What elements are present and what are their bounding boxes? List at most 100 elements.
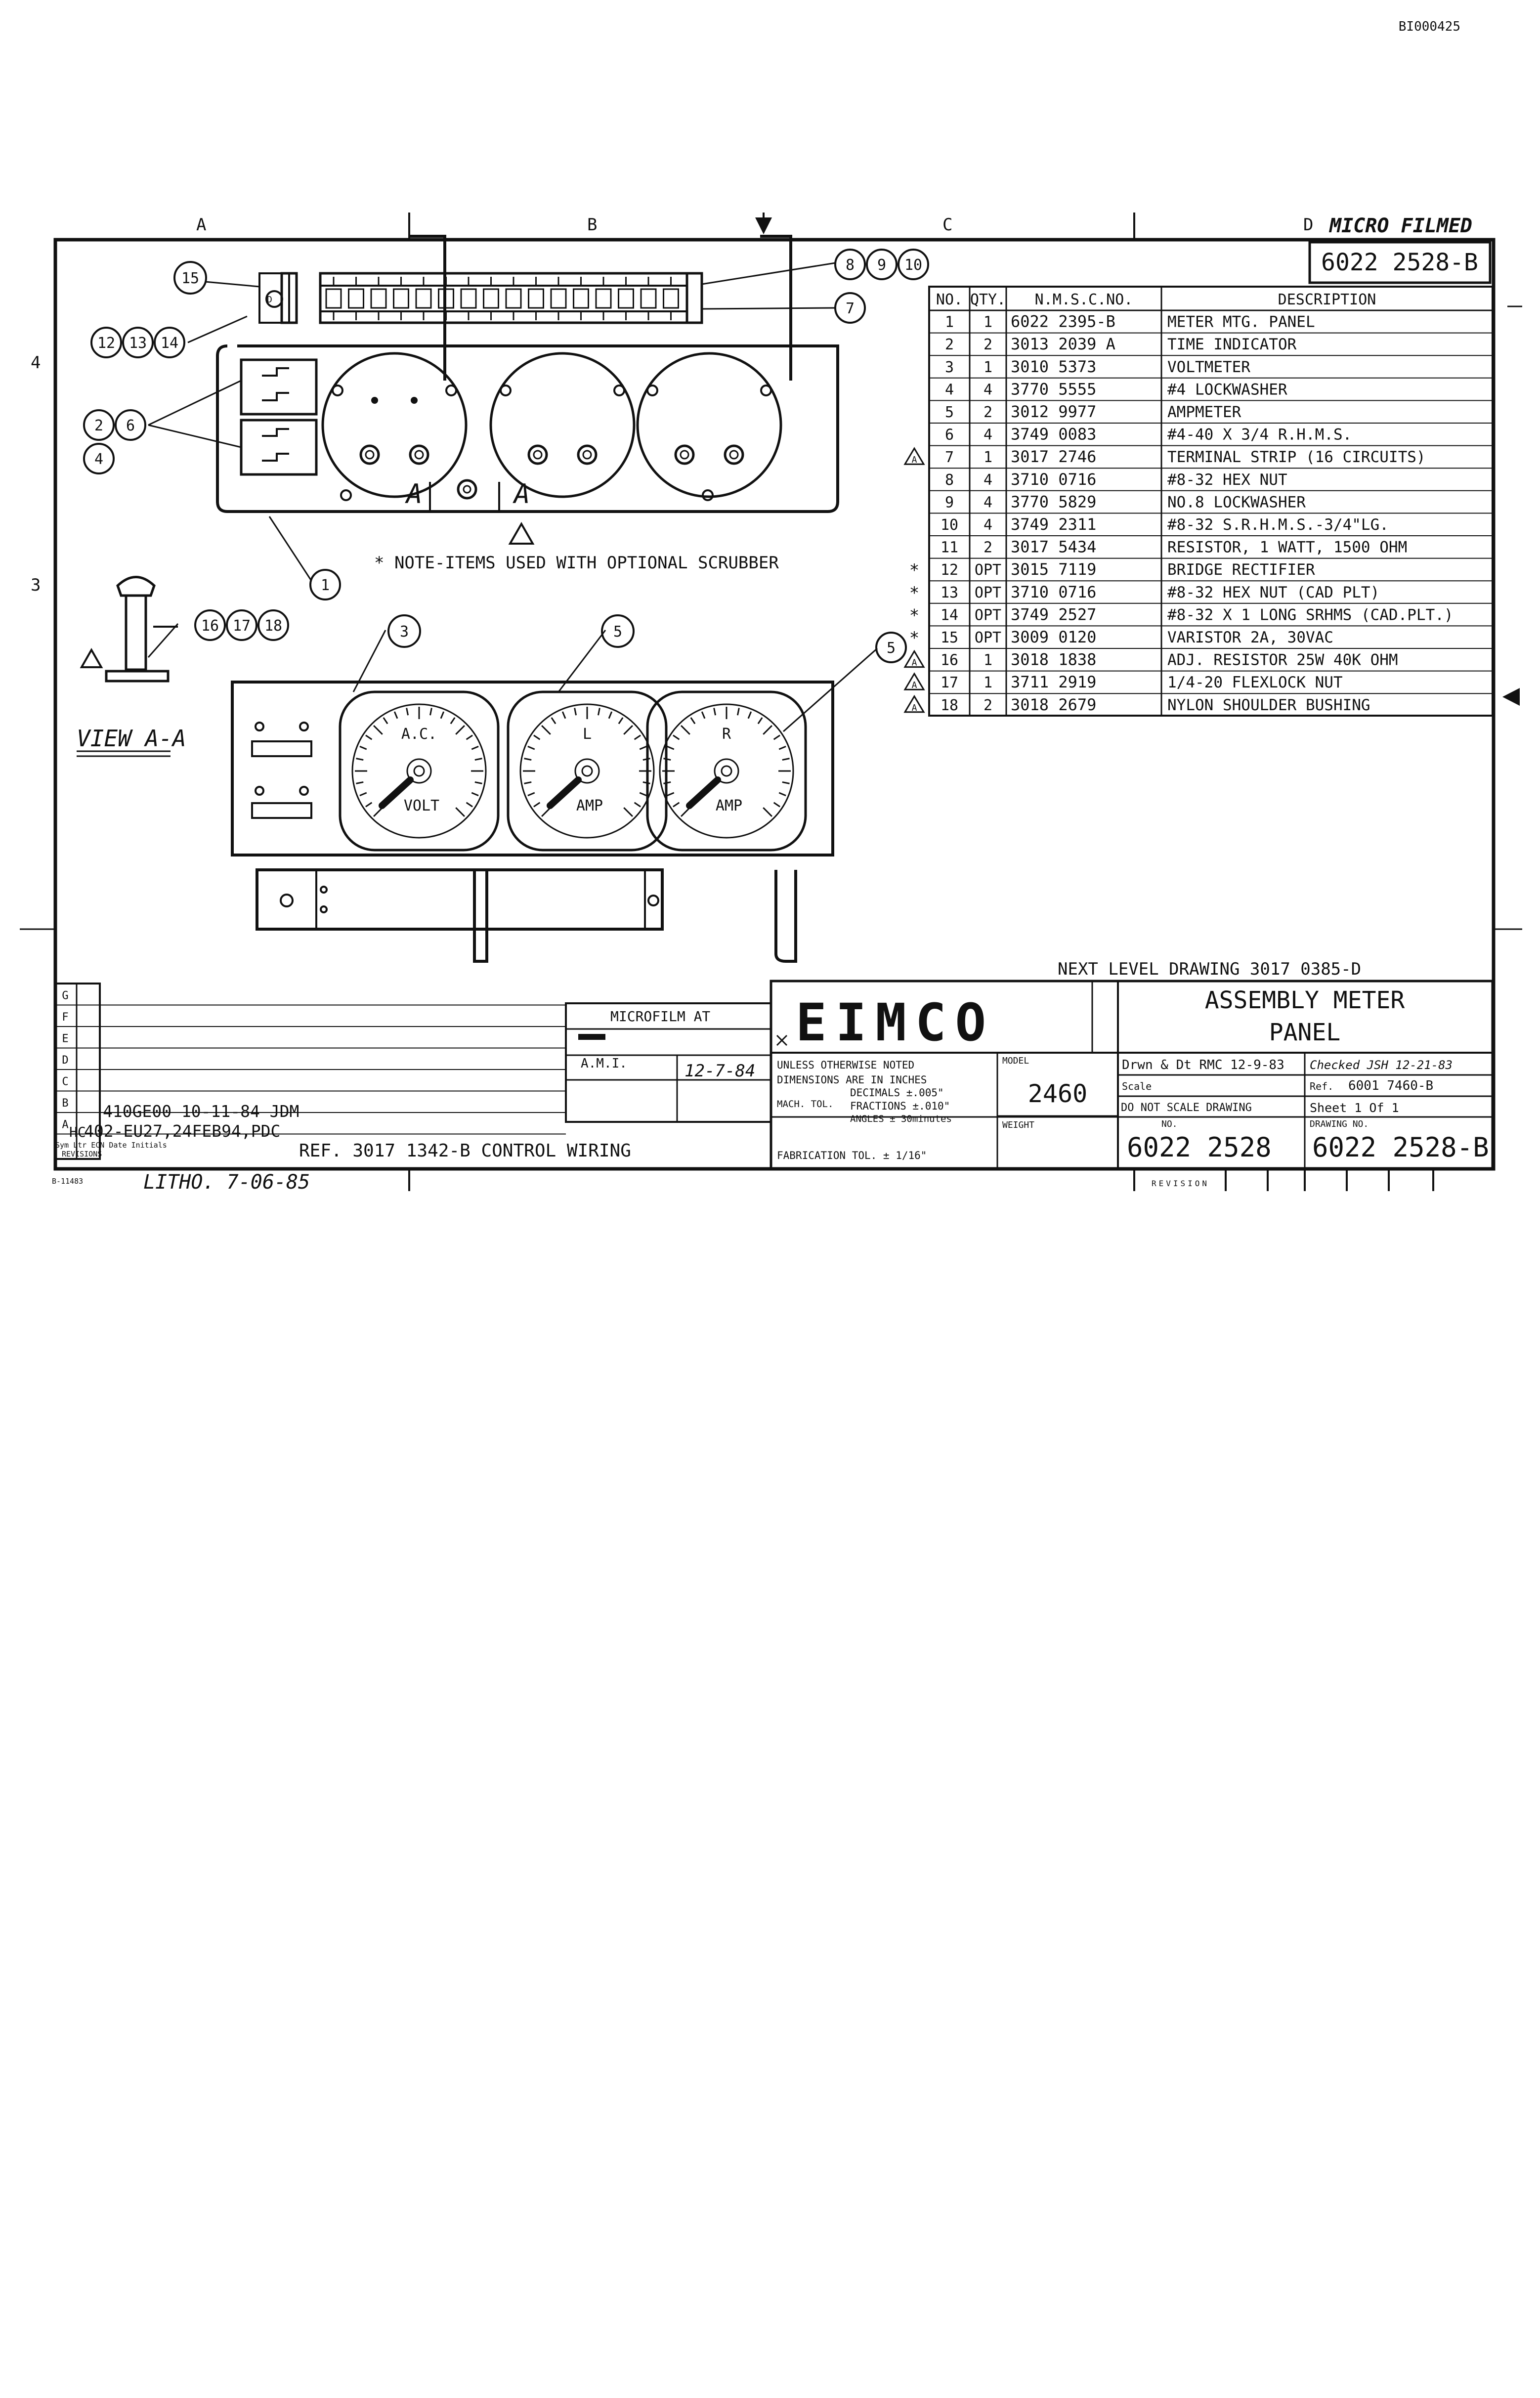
gauge-top-label: A.C. (401, 726, 437, 743)
cell-no: 17 (941, 674, 958, 691)
rear-gauge-body (636, 352, 782, 498)
callout-balloon-2: 2 (83, 409, 115, 441)
drawn-by: Drwn & Dt RMC 12-9-83 (1122, 1058, 1284, 1072)
revision-triangle-panel (508, 521, 535, 545)
cell-description: AMPMETER (1167, 403, 1241, 421)
drawing-number-box (1308, 241, 1492, 284)
title-line-2: PANEL (1269, 1019, 1341, 1046)
rev-letter: B (62, 1097, 68, 1110)
revision-triangle-icon (903, 694, 925, 713)
cell-qty: 1 (984, 314, 992, 331)
cell-qty: 1 (984, 359, 992, 376)
rev-footer: REVISIONS (62, 1150, 102, 1158)
svg-text:1: 1 (321, 577, 330, 594)
cell-no: 5 (945, 404, 954, 421)
rear-meter-panel (216, 344, 839, 513)
cell-description: NYLON SHOULDER BUSHING (1167, 696, 1370, 714)
revision-triangle-letter: A (912, 680, 917, 690)
svg-text:13: 13 (129, 335, 147, 352)
form-number: B-11483 (52, 1177, 83, 1186)
mach-tol: MACH. TOL. (777, 1099, 833, 1110)
zone-letter-d: D (1303, 215, 1313, 235)
callout-balloon-18: 18 (257, 609, 289, 641)
cell-nmsc: 3009 0120 (1011, 628, 1096, 646)
revision-triangle-icon (903, 672, 925, 690)
svg-text:9: 9 (877, 257, 886, 274)
cell-nmsc: 3749 0083 (1011, 425, 1096, 444)
revision-label: REVISION (1152, 1179, 1209, 1188)
rear-gauge-body (321, 352, 468, 498)
gauge-needle (547, 776, 582, 809)
zone-number-3: 3 (31, 575, 41, 595)
bracket-right-bottom (774, 870, 797, 963)
callout-balloon-10: 10 (898, 249, 929, 280)
ref-value: 6001 7460-B (1348, 1078, 1433, 1093)
part-no-label: NO. (1161, 1119, 1178, 1129)
callout-balloon-5-right: 5 (875, 632, 907, 663)
cell-qty: 4 (984, 471, 992, 489)
cell-qty: 1 (984, 674, 992, 691)
front-meter-panel (231, 681, 834, 856)
cell-nmsc: 3749 2527 (1011, 605, 1096, 624)
microfilm-header: MICROFILM AT (610, 1008, 710, 1025)
cell-nmsc: 3010 5373 (1011, 357, 1096, 376)
cell-no: 4 (945, 381, 954, 398)
zone-letter-a: A (196, 215, 206, 235)
cell-description: #8-32 HEX NUT (1167, 471, 1287, 489)
reference-control-wiring: REF. 3017 1342-B CONTROL WIRING (299, 1141, 631, 1161)
bottom-ticks (408, 1169, 1434, 1191)
rev-letter: E (62, 1033, 68, 1045)
cell-description: VOLTMETER (1167, 358, 1250, 376)
cell-nmsc: 3749 2311 (1011, 515, 1096, 534)
view-label: VIEW A-A (77, 725, 186, 752)
cell-no: 13 (941, 584, 958, 601)
cell-no: 12 (941, 561, 958, 579)
rev-letter: F (62, 1011, 68, 1024)
gauge-unit-label: AMP (576, 797, 603, 814)
drawing-no-label: DRAWING NO. (1310, 1119, 1369, 1129)
cell-qty: OPT (975, 561, 1001, 579)
cell-description: #4-40 X 3/4 R.H.M.S. (1167, 426, 1352, 444)
callout-balloon-6: 6 (115, 409, 146, 441)
cell-description: #8-32 S.R.H.M.S.-3/4"LG. (1167, 516, 1389, 534)
rev-letter: C (62, 1076, 68, 1088)
cell-no: 11 (941, 539, 958, 557)
callout-balloon-12: 12 (90, 327, 122, 358)
title-line-1: ASSEMBLY METER (1205, 986, 1405, 1014)
cell-nmsc: 3012 9977 (1011, 402, 1096, 421)
callout-balloon-9: 9 (866, 249, 898, 280)
tol-angles: ANGLES ± 30minutes (850, 1113, 952, 1124)
gauge-unit-label: AMP (716, 797, 742, 814)
front-gauge-dial (519, 703, 655, 839)
svg-text:12: 12 (97, 335, 115, 352)
time-indicators-rear (240, 358, 318, 476)
svg-text:3: 3 (400, 623, 409, 641)
cell-description: ADJ. RESISTOR 25W 40K OHM (1167, 651, 1398, 669)
rear-gauges (321, 352, 782, 501)
cell-qty: OPT (975, 606, 1001, 624)
cell-qty: 2 (984, 336, 992, 353)
cell-nmsc: 6022 2395-B (1011, 312, 1115, 331)
cell-description: RESISTOR, 1 WATT, 1500 OHM (1167, 539, 1407, 557)
title-block: EIMCO ASSEMBLY METER PANEL UNLESS OTHERW… (770, 980, 1494, 1170)
model-value: 2460 (1028, 1079, 1087, 1108)
micro-filmed-stamp: MICRO FILMED (1328, 214, 1472, 237)
cell-qty: 4 (984, 516, 992, 534)
notes-line-2: DIMENSIONS ARE IN INCHES (777, 1074, 927, 1086)
callout-balloon-15: 15 (173, 261, 207, 295)
rev-footer-cols: Sym Ltr ECN Date Initials (55, 1141, 167, 1150)
callout-balloon-17: 17 (226, 609, 257, 641)
microfilm-ami: A.M.I. (581, 1056, 627, 1071)
cell-nmsc: 3015 7119 (1011, 560, 1096, 579)
cell-no: 7 (945, 449, 954, 466)
